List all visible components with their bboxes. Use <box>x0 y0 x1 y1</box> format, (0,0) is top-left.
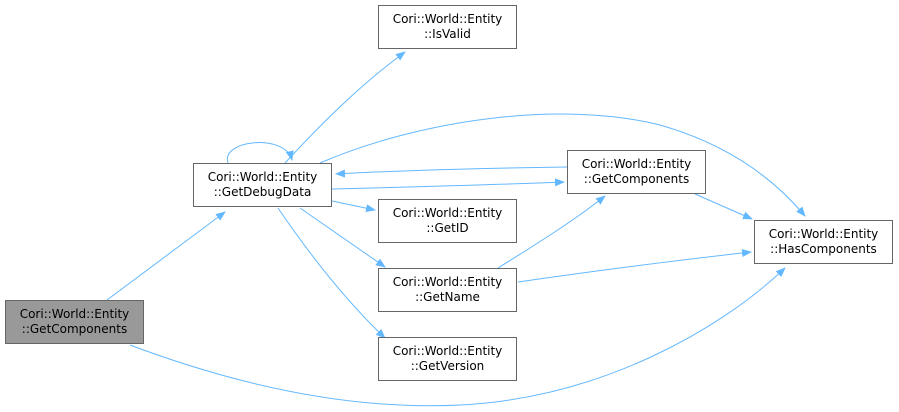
node-label-line1: Cori::World::Entity <box>392 206 503 220</box>
node-getversion[interactable]: Cori::World::Entity ::GetVersion <box>378 337 517 381</box>
node-getcomponents[interactable]: Cori::World::Entity ::GetComponents <box>567 150 706 194</box>
edge-getdebugdata-self <box>227 142 294 164</box>
edge-root-hascomponents <box>129 267 786 407</box>
node-getdebugdata[interactable]: Cori::World::Entity ::GetDebugData <box>193 163 332 207</box>
node-label-line2: ::GetComponents <box>21 322 128 336</box>
node-label-line1: Cori::World::Entity <box>392 344 503 358</box>
node-isvalid[interactable]: Cori::World::Entity ::IsValid <box>378 5 517 49</box>
node-label-line1: Cori::World::Entity <box>768 227 879 241</box>
node-label-line1: Cori::World::Entity <box>581 157 692 171</box>
node-label-line1: Cori::World::Entity <box>19 307 130 321</box>
edge-getname-hascomponents <box>517 249 752 283</box>
node-label-line2: ::GetVersion <box>410 359 485 373</box>
node-label-line2: ::GetID <box>426 221 469 235</box>
edge-getname-getcomponents <box>497 195 606 269</box>
node-label-line2: ::GetName <box>415 290 480 304</box>
node-root-getcomponents[interactable]: Cori::World::Entity ::GetComponents <box>5 300 144 344</box>
node-label-line2: ::GetComponents <box>583 172 690 186</box>
node-getid[interactable]: Cori::World::Entity ::GetID <box>378 199 517 243</box>
edge-getcomponents-getdebugdata <box>335 166 568 178</box>
node-getname[interactable]: Cori::World::Entity ::GetName <box>378 268 517 312</box>
edge-getdebugdata-getname <box>299 207 386 268</box>
edge-getcomponents-hascomponents <box>694 193 753 220</box>
node-label-line2: ::IsValid <box>424 27 471 41</box>
node-label-line1: Cori::World::Entity <box>207 170 318 184</box>
edge-getdebugdata-getversion <box>277 207 386 339</box>
node-label-line1: Cori::World::Entity <box>392 12 503 26</box>
edge-getdebugdata-hascomponents <box>319 113 806 217</box>
node-label-line2: ::HasComponents <box>770 242 877 256</box>
node-label-line2: ::GetDebugData <box>213 185 312 199</box>
edge-root-getdebugdata <box>106 211 226 301</box>
edge-getdebugdata-isvalid <box>284 51 406 164</box>
edge-getdebugdata-getcomponents <box>331 178 565 190</box>
edge-getdebugdata-getid <box>331 200 376 213</box>
node-hascomponents[interactable]: Cori::World::Entity ::HasComponents <box>754 220 893 264</box>
node-label-line1: Cori::World::Entity <box>392 275 503 289</box>
